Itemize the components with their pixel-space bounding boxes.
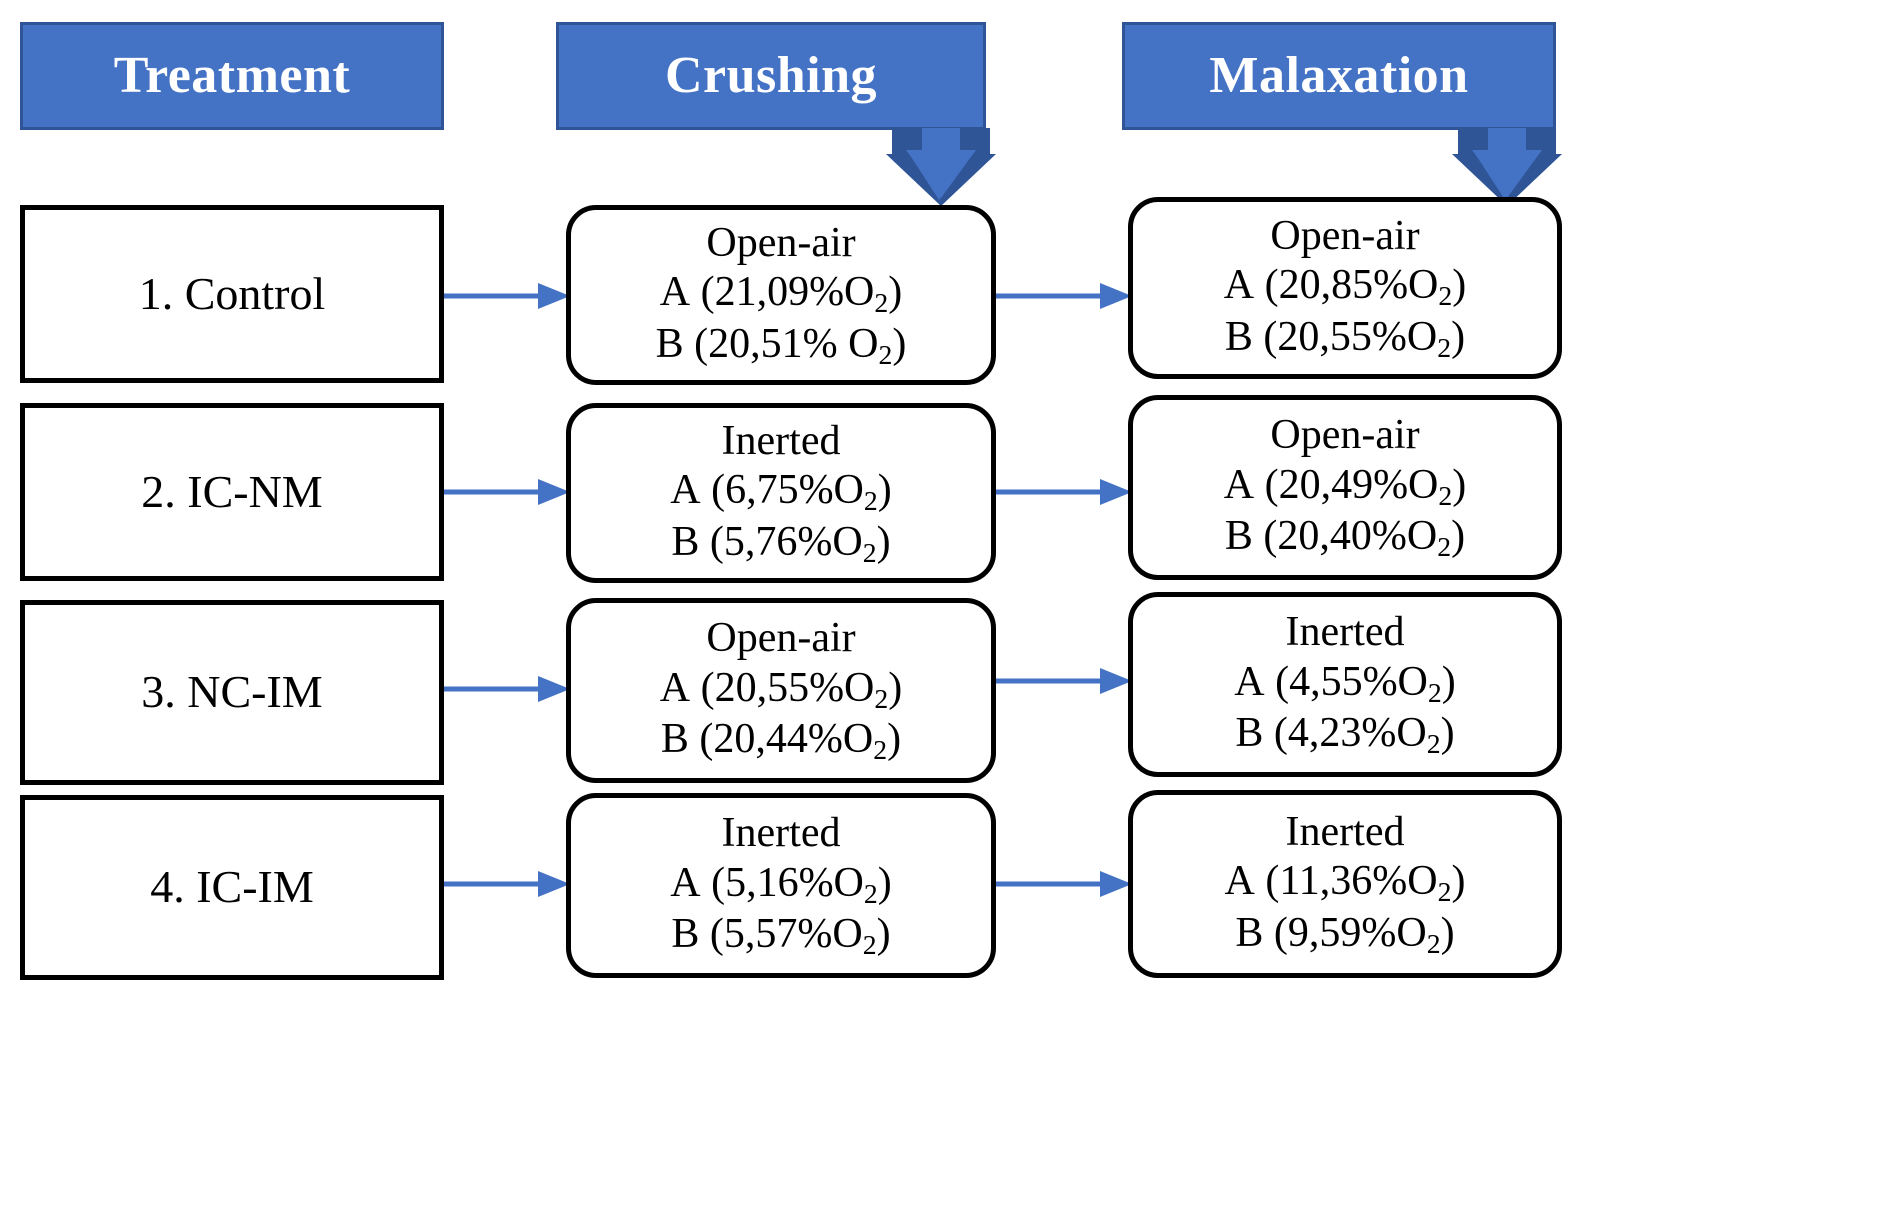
- header-treatment: Treatment: [20, 22, 444, 130]
- connector-arrow-crushing-to-malaxation-3: [996, 663, 1132, 699]
- connector-arrow-treatment-to-crushing-1: [444, 278, 570, 314]
- connector-arrow-crushing-to-malaxation-1: [996, 278, 1132, 314]
- oxygen-reading-a: A (11,36%O2): [1224, 858, 1466, 908]
- oxygen-reading-b: B (20,44%O2): [660, 716, 902, 766]
- crushing-box-4[interactable]: Inerted A (5,16%O2) B (5,57%O2): [566, 793, 996, 978]
- oxygen-reading-a: A (20,55%O2): [659, 664, 903, 714]
- oxygen-reading-b: B (20,55%O2): [1224, 313, 1466, 363]
- connector-arrow-treatment-to-crushing-3: [444, 671, 570, 707]
- oxygen-reading-a: A (20,85%O2): [1223, 262, 1467, 312]
- malaxation-box-3[interactable]: Inerted A (4,55%O2) B (4,23%O2): [1128, 592, 1562, 777]
- down-arrow-icon-malaxation: [1452, 128, 1562, 208]
- connector-arrow-treatment-to-crushing-4: [444, 866, 570, 902]
- treatment-box-1[interactable]: 1. Control: [20, 205, 444, 383]
- crushing-box-3[interactable]: Open-air A (20,55%O2) B (20,44%O2): [566, 598, 996, 783]
- atmosphere-label: Inerted: [721, 417, 841, 464]
- header-malaxation: Malaxation: [1122, 22, 1556, 130]
- atmosphere-label: Inerted: [1285, 808, 1405, 855]
- connector-arrow-treatment-to-crushing-2: [444, 474, 570, 510]
- connector-arrow-crushing-to-malaxation-4: [996, 866, 1132, 902]
- atmosphere-label: Open-air: [1270, 212, 1420, 259]
- header-crushing: Crushing: [556, 22, 986, 130]
- crushing-box-2[interactable]: Inerted A (6,75%O2) B (5,76%O2): [566, 403, 996, 583]
- oxygen-reading-b: B (20,40%O2): [1224, 513, 1466, 563]
- treatment-label: 4. IC-IM: [150, 861, 314, 913]
- malaxation-box-2[interactable]: Open-air A (20,49%O2) B (20,40%O2): [1128, 395, 1562, 580]
- treatment-box-2[interactable]: 2. IC-NM: [20, 403, 444, 581]
- down-arrow-icon-crushing: [886, 128, 996, 208]
- atmosphere-label: Open-air: [1270, 412, 1420, 459]
- header-treatment-label: Treatment: [113, 47, 351, 104]
- oxygen-reading-a: A (5,16%O2): [670, 859, 892, 909]
- oxygen-reading-b: B (4,23%O2): [1235, 710, 1455, 760]
- oxygen-reading-a: A (21,09%O2): [659, 269, 903, 319]
- oxygen-reading-b: B (20,51% O2): [655, 320, 907, 370]
- connector-arrow-crushing-to-malaxation-2: [996, 474, 1132, 510]
- oxygen-reading-b: B (9,59%O2): [1235, 909, 1455, 959]
- malaxation-box-4[interactable]: Inerted A (11,36%O2) B (9,59%O2): [1128, 790, 1562, 978]
- oxygen-reading-a: A (20,49%O2): [1223, 461, 1467, 511]
- treatment-label: 1. Control: [138, 267, 326, 319]
- oxygen-reading-a: A (6,75%O2): [670, 467, 892, 517]
- treatment-box-3[interactable]: 3. NC-IM: [20, 600, 444, 785]
- treatment-label: 3. NC-IM: [141, 666, 323, 718]
- treatment-label: 2. IC-NM: [141, 465, 323, 517]
- oxygen-reading-b: B (5,57%O2): [671, 911, 891, 961]
- malaxation-box-1[interactable]: Open-air A (20,85%O2) B (20,55%O2): [1128, 197, 1562, 379]
- atmosphere-label: Inerted: [1285, 609, 1405, 656]
- oxygen-reading-a: A (4,55%O2): [1234, 658, 1456, 708]
- header-crushing-label: Crushing: [664, 47, 878, 104]
- atmosphere-label: Open-air: [706, 219, 856, 266]
- header-malaxation-label: Malaxation: [1209, 47, 1469, 104]
- oxygen-reading-b: B (5,76%O2): [671, 518, 891, 568]
- crushing-box-1[interactable]: Open-air A (21,09%O2) B (20,51% O2): [566, 205, 996, 385]
- atmosphere-label: Open-air: [706, 615, 856, 662]
- atmosphere-label: Inerted: [721, 810, 841, 857]
- treatment-box-4[interactable]: 4. IC-IM: [20, 795, 444, 980]
